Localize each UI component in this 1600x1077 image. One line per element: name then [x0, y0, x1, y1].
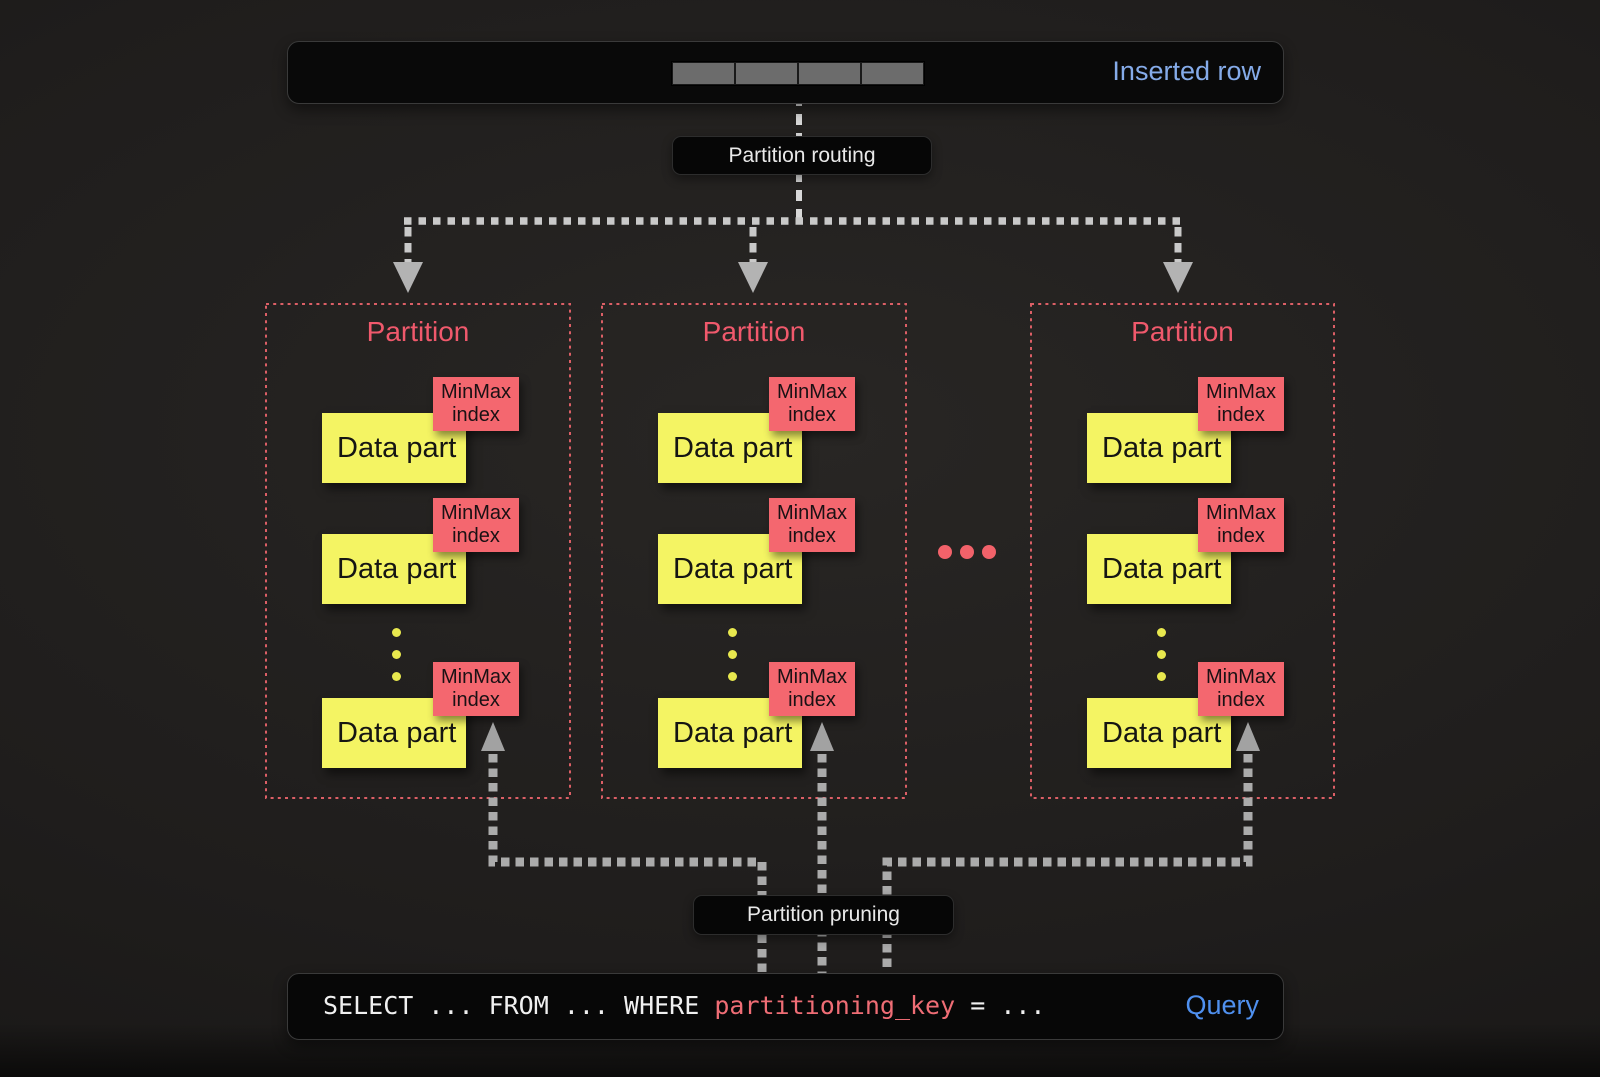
down-arrow-icon	[1163, 262, 1193, 293]
ellipsis-dots-icon	[938, 545, 996, 559]
inserted-row-cells	[671, 61, 925, 86]
minmax-index-tag: MinMax index	[769, 498, 855, 552]
minmax-index-tag: MinMax index	[433, 377, 519, 431]
partition-1: Partition MinMax index Data part MinMax …	[266, 304, 570, 798]
partition-3: Partition MinMax index Data part MinMax …	[1031, 304, 1334, 798]
query-partitioning-key: partitioning_key	[714, 991, 956, 1020]
partition-1-border	[265, 303, 571, 799]
inserted-row-label: Inserted row	[1112, 56, 1261, 86]
data-part-box: Data part	[1087, 413, 1231, 483]
down-arrow-icon	[393, 262, 423, 293]
inserted-row-box: Inserted row	[287, 41, 1284, 104]
partition-3-border	[1030, 303, 1335, 799]
query-code-post: = ...	[955, 991, 1046, 1020]
query-label: Query	[1185, 990, 1259, 1020]
row-cell	[736, 63, 797, 84]
more-parts-dots-icon	[1157, 628, 1166, 681]
partition-title: Partition	[1131, 316, 1234, 347]
partition-routing-label: Partition routing	[672, 136, 932, 175]
more-parts-dots-icon	[392, 628, 401, 681]
partition-2: Partition MinMax index Data part MinMax …	[602, 304, 906, 798]
row-cell	[673, 63, 734, 84]
minmax-index-tag: MinMax index	[769, 377, 855, 431]
minmax-index-tag: MinMax index	[433, 498, 519, 552]
minmax-index-tag: MinMax index	[1198, 377, 1284, 431]
partition-2-border	[601, 303, 907, 799]
pruning-connector-right	[882, 754, 1253, 973]
minmax-index-tag: MinMax index	[433, 662, 519, 716]
data-part-box: Data part	[322, 534, 466, 604]
up-arrow-icon	[481, 722, 505, 751]
up-arrow-icon	[1236, 722, 1260, 751]
partition-pruning-label: Partition pruning	[693, 895, 954, 935]
up-arrow-icon	[810, 722, 834, 751]
down-arrow-icon	[738, 262, 768, 293]
minmax-index-tag: MinMax index	[769, 662, 855, 716]
minmax-index-tag: MinMax index	[1198, 662, 1284, 716]
partition-title: Partition	[366, 316, 470, 347]
pruning-connector-left	[488, 754, 767, 973]
query-code-pre: SELECT ... FROM ... WHERE	[323, 991, 715, 1020]
data-part-box: Data part	[322, 413, 466, 483]
row-cell	[799, 63, 860, 84]
query-box: SELECT ... FROM ... WHERE partitioning_k…	[287, 973, 1284, 1040]
minmax-index-tag: MinMax index	[1198, 498, 1284, 552]
row-cell	[862, 63, 923, 84]
partition-title: Partition	[702, 316, 806, 347]
query-code: SELECT ... FROM ... WHERE partitioning_k…	[323, 974, 1045, 1037]
more-parts-dots-icon	[728, 628, 737, 681]
